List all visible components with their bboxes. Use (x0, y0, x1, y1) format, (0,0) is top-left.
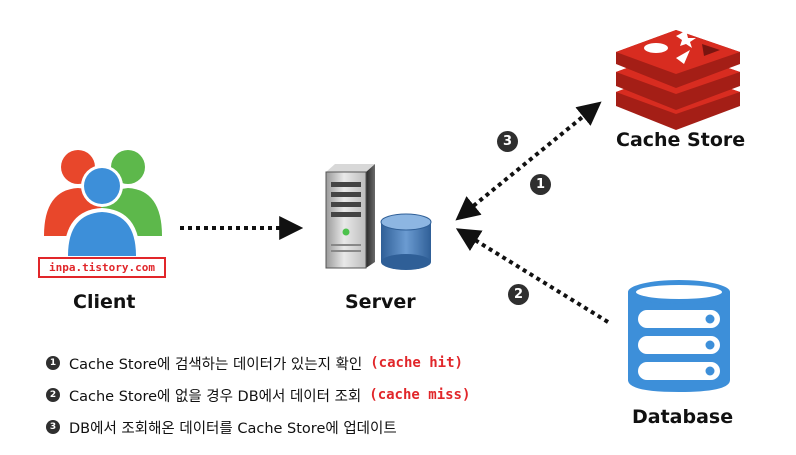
client-label: Client (73, 291, 136, 313)
legend-text: Cache Store에 없을 경우 DB에서 데이터 조회 (69, 388, 362, 405)
server-icon (325, 164, 432, 270)
watermark-label: inpa.tistory.com (38, 257, 166, 278)
database-to-server-arrow (455, 228, 610, 324)
users-icon (44, 150, 162, 256)
server-cache-arrow (455, 101, 602, 221)
redis-icon (616, 30, 740, 130)
legend: 1 Cache Store에 검색하는 데이터가 있는지 확인 (cache h… (46, 347, 470, 443)
legend-item: 2 Cache Store에 없을 경우 DB에서 데이터 조회 (cache … (46, 379, 470, 411)
legend-text: DB에서 조회해온 데이터를 Cache Store에 업데이트 (69, 420, 397, 437)
step-one-badge: 1 (530, 174, 551, 195)
legend-item: 3 DB에서 조회해온 데이터를 Cache Store에 업데이트 (46, 411, 470, 443)
legend-text: Cache Store에 검색하는 데이터가 있는지 확인 (69, 356, 363, 373)
legend-number: 2 (46, 388, 60, 402)
legend-item: 1 Cache Store에 검색하는 데이터가 있는지 확인 (cache h… (46, 347, 470, 379)
database-icon (628, 280, 730, 392)
legend-number: 3 (46, 420, 60, 434)
cache-store-label: Cache Store (616, 129, 746, 151)
step-three-badge: 3 (497, 131, 518, 152)
legend-code: (cache hit) (370, 355, 463, 371)
legend-code: (cache miss) (369, 387, 471, 403)
step-two-badge: 2 (508, 284, 529, 305)
server-label: Server (345, 291, 416, 313)
legend-number: 1 (46, 356, 60, 370)
database-label: Database (632, 406, 734, 428)
